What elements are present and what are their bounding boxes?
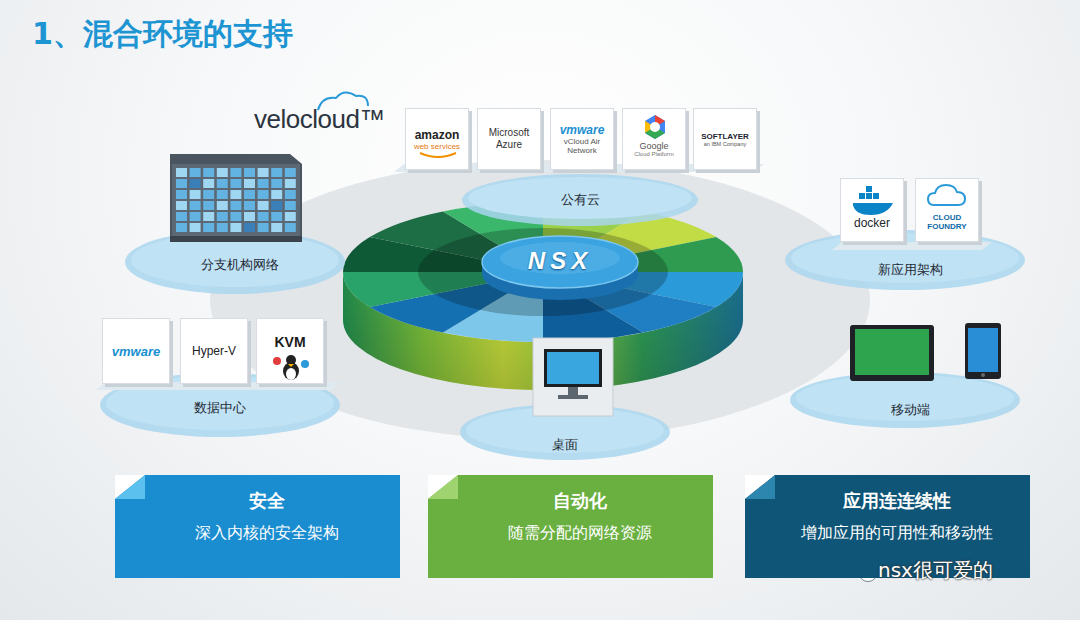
logo-mark — [916, 179, 979, 242]
logo-card: CLOUD FOUNDRY — [915, 178, 979, 242]
logo-card: vmwarevCloud Air Network — [550, 108, 614, 170]
platform-label: 公有云 — [380, 191, 780, 209]
logo-text: Microsoft Azure — [481, 127, 537, 151]
platform-label: 新应用架构 — [790, 261, 1030, 279]
logo-card: GoogleCloud Platform — [622, 108, 686, 170]
watermark: nsx很可爱的 — [878, 557, 993, 584]
logo-card: vmware — [102, 318, 170, 384]
platform-label: 移动端 — [790, 401, 1030, 419]
logo-text: an IBM Company — [704, 141, 747, 147]
feature-body: 深入内核的安全架构 — [145, 523, 388, 544]
platform-ellipse: 新应用架构 docker CLOUD FOUNDRY — [790, 170, 1030, 300]
logo-mark — [841, 179, 904, 242]
logo-mark — [623, 109, 686, 170]
brand-logo-text: velocloud™ — [254, 104, 385, 135]
logo-text: docker — [854, 216, 890, 230]
logo-card: KVM — [256, 318, 324, 384]
logo-text: Google — [639, 141, 668, 151]
platform-shape — [120, 140, 360, 300]
logo-text: vmware — [560, 123, 605, 137]
feature-box: 安全深入内核的安全架构 — [115, 475, 400, 578]
logo-card: docker — [840, 178, 904, 242]
feature-text: 应用连连续性增加应用的可用性和移动性 — [775, 489, 1018, 544]
platform-ellipse: 移动端 — [790, 315, 1030, 440]
logo-text: Cloud Platform — [634, 151, 674, 157]
platform-ellipse: 桌面 — [460, 335, 670, 460]
feature-heading: 安全 — [145, 489, 388, 513]
feature-box: 自动化随需分配的网络资源 — [428, 475, 713, 578]
logo-text: SOFTLAYER — [701, 132, 749, 141]
slide-title: 1、混合环境的支持 — [32, 14, 293, 55]
platform-ellipse: 分支机构网络 — [120, 140, 360, 300]
platform-ellipse: 数据中心 vmware Hyper-V KVM — [100, 310, 340, 445]
logo-card: amazonweb services — [405, 108, 469, 170]
logo-text: Hyper-V — [192, 344, 236, 358]
logo-text: web services — [414, 142, 460, 151]
logo-card: SOFTLAYERan IBM Company — [693, 108, 757, 170]
logo-card: Hyper-V — [180, 318, 248, 384]
logo-mark — [257, 319, 324, 384]
feature-heading: 应用连连续性 — [775, 489, 1018, 513]
logo-text: vmware — [112, 344, 160, 359]
logo-text: amazon — [415, 128, 460, 142]
platform-label: 桌面 — [460, 436, 670, 454]
platform-label: 数据中心 — [100, 399, 340, 417]
logo-text: vCloud Air Network — [554, 137, 610, 155]
nsx-text: NSX — [480, 247, 640, 275]
feature-text: 安全深入内核的安全架构 — [145, 489, 388, 544]
nsx-disc-top: NSX — [480, 234, 640, 298]
feature-text: 自动化随需分配的网络资源 — [458, 489, 701, 544]
feature-body: 增加应用的可用性和移动性 — [775, 523, 1018, 544]
platform-shape — [790, 315, 1030, 440]
platform-ellipse: 公有云 amazonweb services Microsoft Azure vmwa… — [380, 100, 780, 230]
feature-body: 随需分配的网络资源 — [458, 523, 701, 544]
logo-card: Microsoft Azure — [477, 108, 541, 170]
feature-heading: 自动化 — [458, 489, 701, 513]
logo-text: KVM — [274, 334, 305, 350]
platform-label: 分支机构网络 — [120, 256, 360, 274]
logo-text: CLOUD FOUNDRY — [919, 213, 975, 231]
platform-shape — [790, 170, 1030, 300]
